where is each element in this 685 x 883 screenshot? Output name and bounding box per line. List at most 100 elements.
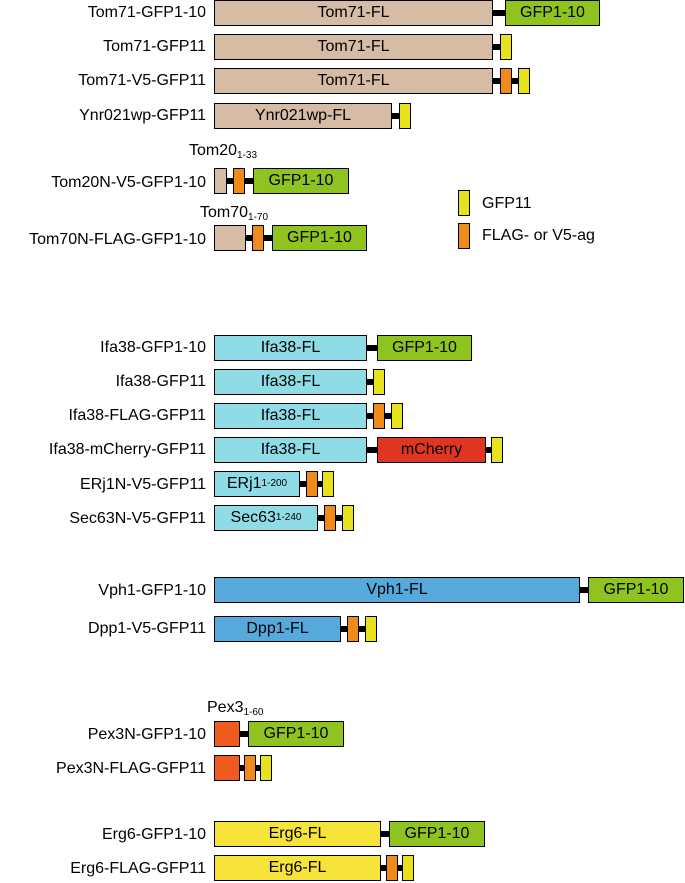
linker	[381, 831, 389, 837]
linker	[392, 113, 399, 119]
construct-label: Tom20N-V5-GFP1-10	[51, 174, 206, 191]
epitope-tag	[500, 68, 512, 94]
construct-label: Ifa38-GFP1-10	[100, 339, 206, 356]
linker	[227, 178, 233, 184]
epitope-tag	[324, 505, 336, 531]
linker	[493, 10, 505, 16]
legend-tag-swatch	[458, 223, 470, 249]
construct-label: Sec63N-V5-GFP11	[69, 510, 206, 527]
construct-label: Tom70N-FLAG-GFP1-10	[29, 231, 206, 248]
linker	[264, 235, 272, 241]
construct-label: Ifa38-FLAG-GFP11	[68, 407, 206, 424]
erg6-domain: Erg6-FL	[214, 821, 381, 847]
mcherry-domain: mCherry	[377, 437, 486, 463]
linker	[493, 44, 500, 50]
legend-gfp11-swatch	[458, 190, 470, 216]
epitope-tag	[347, 616, 359, 642]
gfp11-tag	[391, 403, 403, 429]
tom20n-fragment	[214, 168, 227, 194]
construct-label: Pex3N-FLAG-GFP11	[56, 760, 206, 777]
gfp1-10-domain: GFP1-10	[253, 168, 349, 194]
linker	[367, 379, 373, 385]
linker	[367, 345, 377, 351]
linker	[300, 481, 306, 487]
linker	[256, 765, 260, 771]
ynr021wp-domain: Ynr021wp-FL	[214, 103, 392, 129]
construct-label: ERj1N-V5-GFP11	[80, 476, 206, 493]
linker	[245, 178, 253, 184]
tom71-domain: Tom71-FL	[214, 68, 493, 94]
pex3n-fragment	[214, 721, 240, 747]
gfp1-10-domain: GFP1-10	[389, 821, 485, 847]
construct-label: Vph1-GFP1-10	[98, 582, 206, 599]
epitope-tag	[306, 471, 318, 497]
linker	[318, 481, 322, 487]
linker	[246, 235, 252, 241]
linker	[367, 447, 377, 453]
fragment-label: Tom201-33	[189, 142, 258, 161]
construct-label: Ifa38-GFP11	[115, 373, 206, 390]
epitope-tag	[233, 168, 245, 194]
gfp11-tag	[518, 68, 530, 94]
construct-label: Tom71-GFP1-10	[87, 4, 206, 21]
linker	[240, 765, 244, 771]
erg6-domain: Erg6-FL	[214, 855, 381, 881]
gfp11-tag	[322, 471, 334, 497]
linker	[359, 626, 365, 632]
epitope-tag	[244, 755, 256, 781]
gfp11-tag	[342, 505, 354, 531]
linker	[341, 626, 347, 632]
linker	[580, 587, 588, 593]
construct-label: Erg6-FLAG-GFP11	[70, 860, 206, 877]
linker	[512, 78, 518, 84]
ifa38-domain: Ifa38-FL	[214, 437, 367, 463]
gfp1-10-domain: GFP1-10	[505, 0, 600, 26]
gfp11-tag	[399, 103, 411, 129]
ifa38-domain: Ifa38-FL	[214, 369, 367, 395]
epitope-tag	[252, 225, 264, 251]
gfp11-tag	[500, 34, 512, 60]
linker	[381, 865, 386, 871]
vph1-domain: Vph1-FL	[214, 577, 580, 603]
gfp1-10-domain: GFP1-10	[272, 225, 367, 251]
dpp1-domain: Dpp1-FL	[214, 616, 341, 642]
gfp11-tag	[491, 437, 503, 463]
gfp11-tag	[260, 755, 272, 781]
construct-label: Tom71-V5-GFP11	[78, 72, 206, 89]
linker	[336, 515, 342, 521]
linker	[318, 515, 324, 521]
construct-label: Dpp1-V5-GFP11	[88, 620, 206, 637]
gfp11-tag	[373, 369, 385, 395]
gfp1-10-domain: GFP1-10	[248, 721, 344, 747]
linker	[493, 78, 500, 84]
construct-label: Pex3N-GFP1-10	[87, 726, 206, 743]
construct-label: Ynr021wp-GFP11	[79, 107, 206, 124]
ifa38-domain: Ifa38-FL	[214, 335, 367, 361]
pex3n-fragment	[214, 755, 240, 781]
linker	[367, 413, 373, 419]
tom71-domain: Tom71-FL	[214, 0, 493, 26]
construct-label: Erg6-GFP1-10	[101, 826, 206, 843]
epitope-tag	[386, 855, 398, 881]
fragment-label: Pex31-60	[207, 699, 264, 718]
gfp11-tag	[365, 616, 377, 642]
linker	[486, 447, 491, 453]
gfp1-10-domain: GFP1-10	[377, 335, 472, 361]
construct-label: Tom71-GFP11	[103, 38, 206, 55]
construct-label: Ifa38-mCherry-GFP11	[48, 441, 206, 458]
linker	[398, 865, 402, 871]
tom70n-fragment	[214, 225, 246, 251]
gfp11-tag	[402, 855, 414, 881]
tom71-domain: Tom71-FL	[214, 34, 493, 60]
linker	[240, 731, 248, 737]
legend-gfp11-label: GFP11	[482, 195, 532, 212]
fragment-label: Tom701-70	[200, 204, 269, 223]
epitope-tag	[373, 403, 385, 429]
legend-tag-label: FLAG- or V5-ag	[482, 227, 595, 244]
ifa38-domain: Ifa38-FL	[214, 403, 367, 429]
gfp1-10-domain: GFP1-10	[588, 577, 684, 603]
linker	[385, 413, 391, 419]
